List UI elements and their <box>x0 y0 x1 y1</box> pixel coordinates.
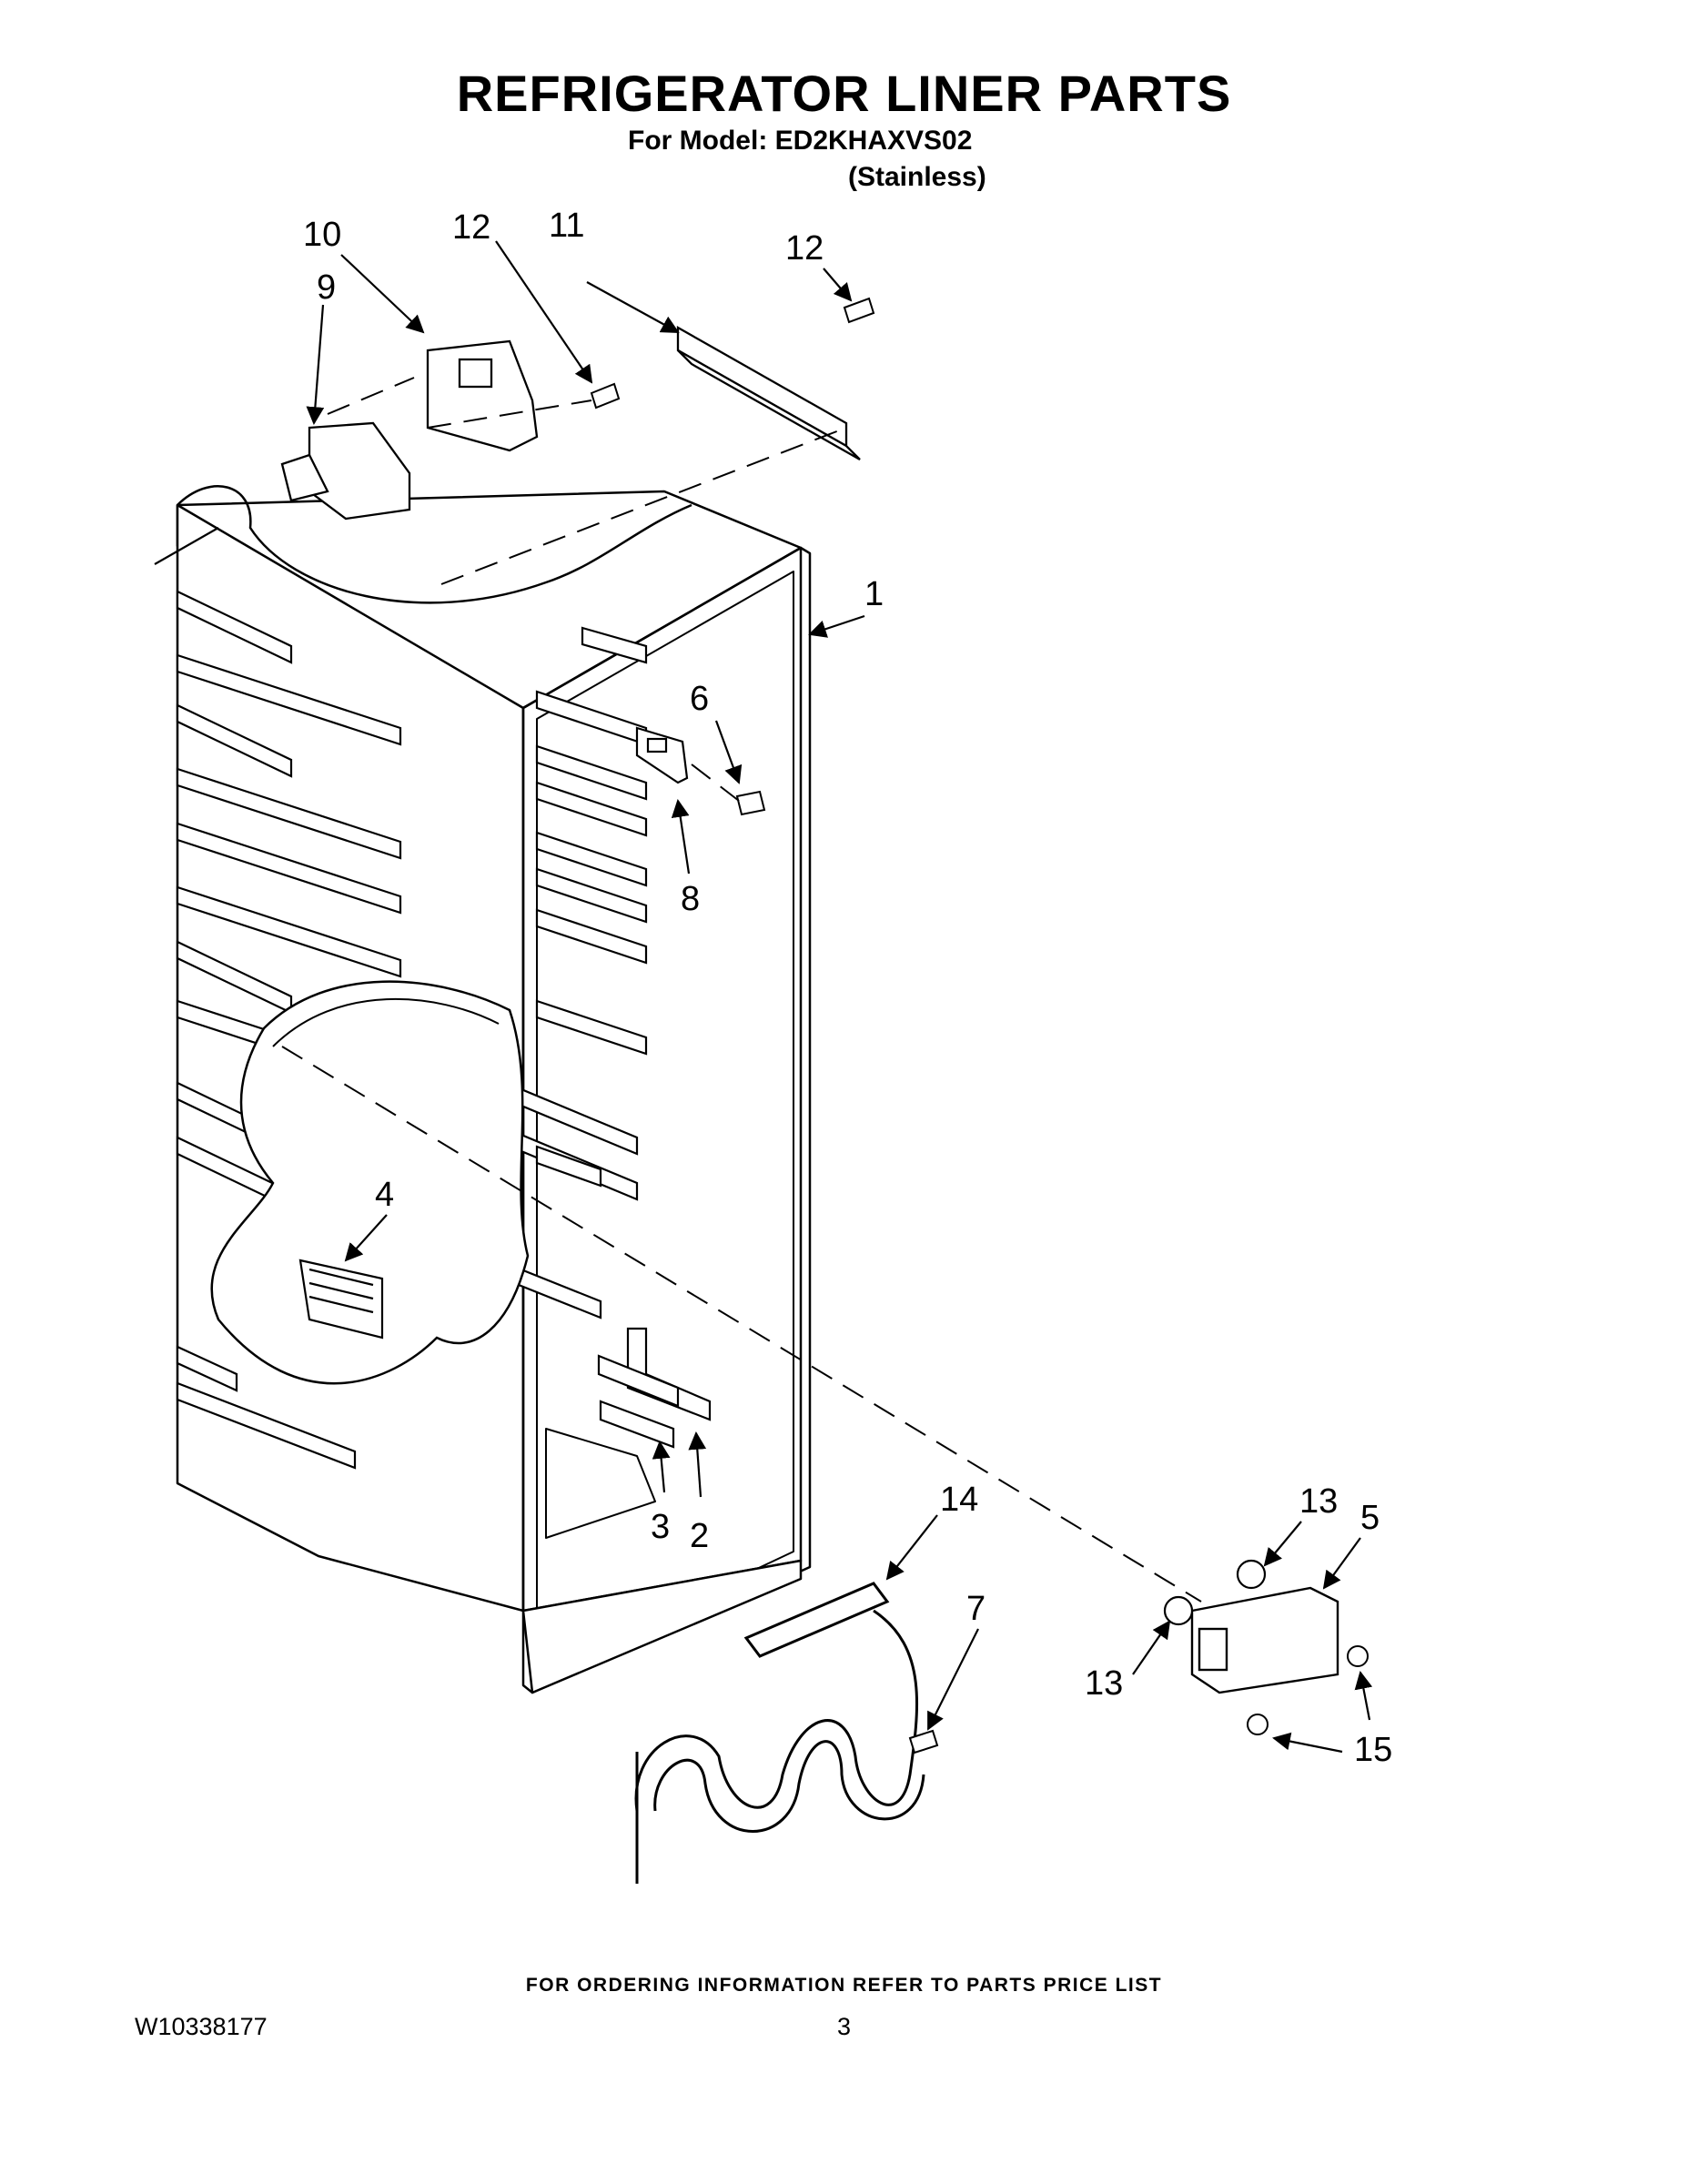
page-number: 3 <box>836 2013 852 2040</box>
liner-floor <box>521 1559 803 1694</box>
finish-label: (Stainless) <box>848 162 986 192</box>
callout-labels: 1 2 3 4 5 6 7 8 9 10 11 12 12 13 13 14 1… <box>303 207 1392 1769</box>
part-9-housing <box>280 421 411 521</box>
part-6-screw <box>735 790 766 816</box>
callout-10: 10 <box>303 216 341 254</box>
callout-14: 14 <box>940 1481 978 1519</box>
part-13-bushings <box>1163 1559 1267 1626</box>
liner-front-flange <box>521 546 812 1694</box>
callout-7: 7 <box>966 1590 986 1628</box>
top-cutout-line <box>177 485 692 604</box>
part-7-screw <box>908 1729 939 1754</box>
page-title: REFRIGERATOR LINER PARTS <box>456 65 1232 122</box>
callout-13a: 13 <box>1299 1482 1338 1521</box>
callout-12a: 12 <box>452 208 490 247</box>
callout-5: 5 <box>1360 1499 1380 1537</box>
callout-3: 3 <box>651 1508 670 1546</box>
callout-4: 4 <box>375 1176 394 1214</box>
part-4-vent <box>298 1259 384 1340</box>
part-10-bracket <box>426 339 539 452</box>
document-number: W10338177 <box>135 2013 268 2040</box>
callout-12b: 12 <box>785 229 824 268</box>
callout-13b: 13 <box>1085 1664 1123 1703</box>
callout-8: 8 <box>681 880 700 918</box>
leader-arrows <box>306 240 1373 1754</box>
callout-2: 2 <box>690 1517 709 1555</box>
callout-6: 6 <box>690 680 709 718</box>
part-5-housing <box>1190 1586 1339 1694</box>
part-11-rail <box>676 326 861 461</box>
callout-11: 11 <box>549 207 584 245</box>
callout-1: 1 <box>864 575 884 613</box>
part-12-screws <box>590 297 875 410</box>
drip-tray-parts <box>597 1327 712 1449</box>
part-8-bracket <box>635 726 689 784</box>
ordering-note: FOR ORDERING INFORMATION REFER TO PARTS … <box>525 1975 1163 1996</box>
lower-cutout <box>210 980 530 1385</box>
model-label: For Model: ED2KHAXVS02 <box>628 126 973 156</box>
assembly-lines <box>281 377 1202 1603</box>
part-15-screws <box>1247 1645 1369 1735</box>
callout-15: 15 <box>1354 1731 1392 1769</box>
callout-9: 9 <box>317 268 336 307</box>
